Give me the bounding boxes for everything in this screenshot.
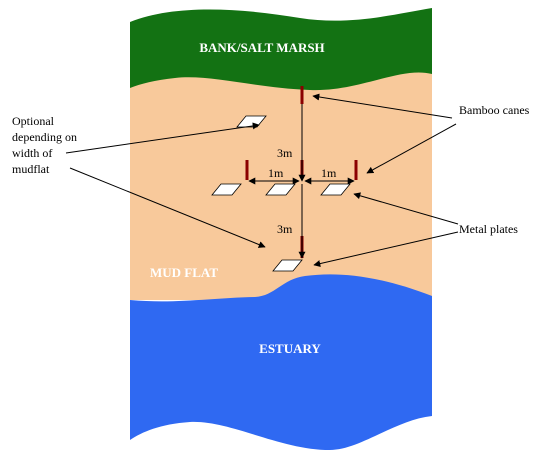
metal-plate-bottom	[272, 259, 303, 272]
mudflat-label: MUD FLAT	[150, 265, 218, 280]
callout-arrows	[65, 93, 459, 268]
measurement-lines	[248, 104, 355, 259]
right-distance-label: 1m	[321, 166, 337, 180]
metal-plates	[211, 115, 351, 272]
optional-callout-line-1: Optional	[12, 114, 55, 128]
optional-callout-line-2: depending on	[12, 130, 77, 144]
lower-distance-label: 3m	[277, 222, 293, 236]
metal-plates-callout: Metal plates	[459, 222, 518, 236]
bank-label: BANK/SALT MARSH	[199, 40, 324, 55]
upper-distance-label: 3m	[277, 146, 293, 160]
estuary-label: ESTUARY	[259, 341, 321, 356]
optional-arrow-bottom	[69, 167, 266, 248]
bamboo-arrow-top	[312, 93, 453, 119]
optional-callout-line-4: mudflat	[12, 162, 50, 176]
bamboo-arrow-right	[366, 123, 457, 174]
optional-callout-line-3: width of	[12, 146, 52, 160]
plates-arrow-right	[353, 192, 459, 225]
bamboo-canes-callout: Bamboo canes	[459, 103, 530, 117]
bank-salt-marsh-region	[130, 8, 432, 91]
left-distance-label: 1m	[268, 166, 284, 180]
estuary-region	[130, 274, 432, 450]
optional-arrow-top	[65, 122, 260, 154]
metal-plate-mid-left	[211, 183, 242, 196]
plates-arrow-bottom	[313, 231, 459, 268]
